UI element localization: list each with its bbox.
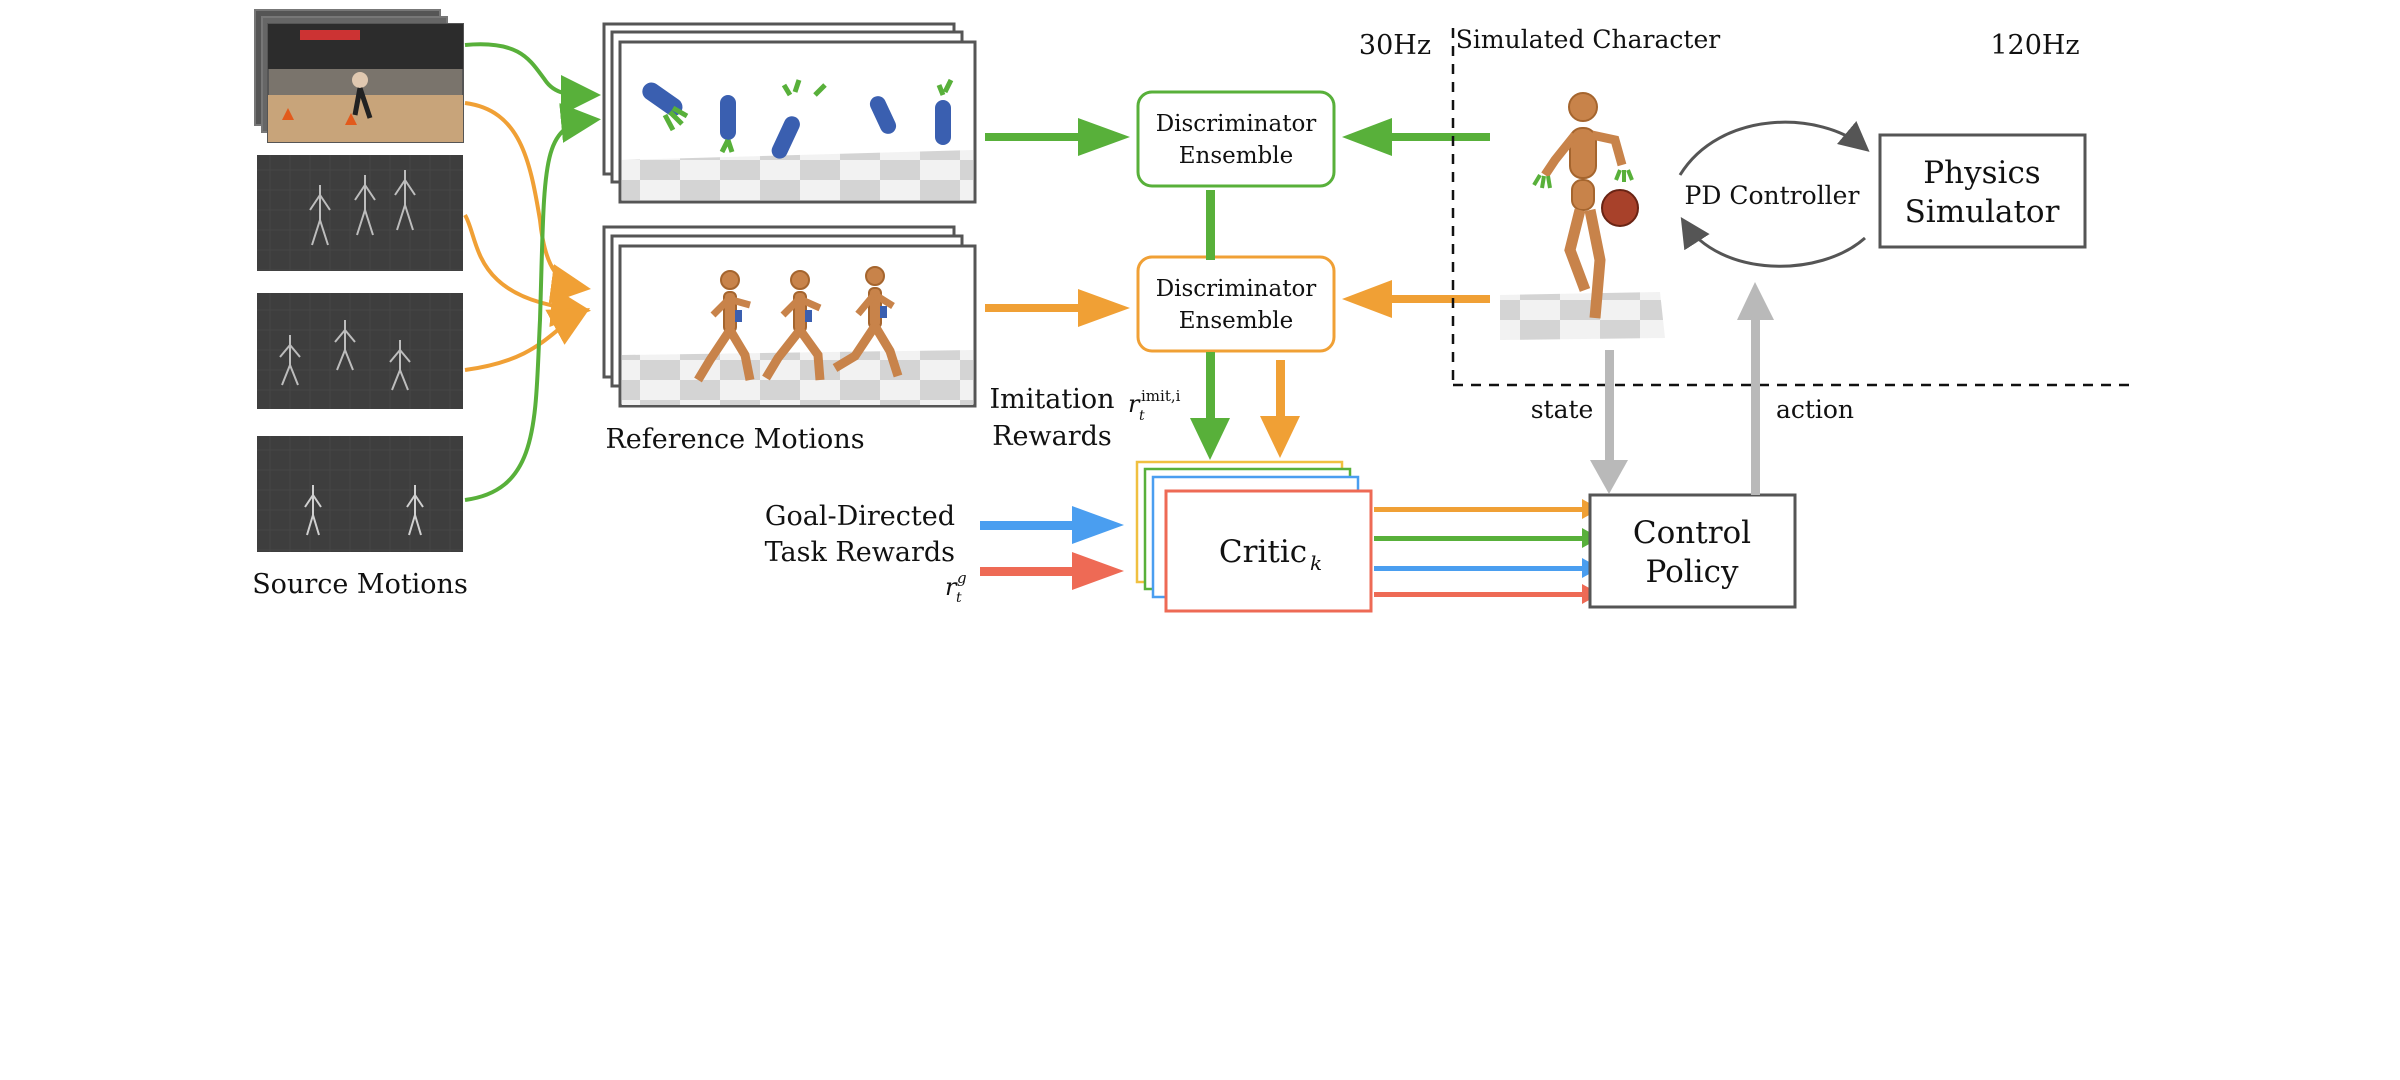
source-video-frames (254, 9, 464, 143)
action-arrow-head (1737, 282, 1774, 320)
reference-motions-label: Reference Motions (605, 424, 864, 455)
goal-directed-line1: Goal-Directed (765, 501, 955, 532)
red-task-arrow (1072, 552, 1124, 590)
control-policy: Control Policy (1588, 493, 1797, 609)
source-skeleton-frame-3 (257, 436, 463, 552)
source-motions-group: Source Motions (252, 9, 468, 600)
imitation-rewards-line2: Rewards (992, 421, 1112, 452)
svg-text:r: r (1128, 390, 1141, 418)
critic-to-policy-arrows (1374, 499, 1600, 604)
physics-line1: Physics (1923, 155, 2040, 191)
pd-controller-loop: PD Controller (1678, 120, 1870, 268)
reference-hand-poses (642, 78, 954, 159)
disc-top-line1: Discriminator (1156, 111, 1317, 137)
disc-bottom-line1: Discriminator (1156, 276, 1317, 302)
imitation-reward-symbol: r imit,i t (1128, 387, 1181, 424)
pd-to-physics-arrow (1678, 120, 1870, 176)
svg-text:imit,i: imit,i (1141, 387, 1181, 405)
green-arrow-ref-disc (1078, 118, 1130, 156)
source-skeleton-frame-2 (257, 293, 463, 409)
freq-120hz: 120Hz (1990, 30, 2079, 61)
skeleton-figures-1 (309, 170, 416, 246)
blue-task-arrow (1072, 506, 1124, 544)
critic-subscript: k (1310, 551, 1322, 575)
source-to-reference-arrows (463, 42, 601, 502)
reference-motions-group: Reference Motions (602, 22, 977, 455)
state-arrow-head (1590, 460, 1628, 494)
control-policy-line2: Policy (1646, 554, 1739, 590)
video-to-ref-arrow (464, 42, 601, 115)
pd-controller-label: PD Controller (1685, 181, 1860, 210)
simulated-character-label: Simulated Character (1456, 25, 1720, 54)
svg-text:t: t (1139, 408, 1145, 424)
physics-line2: Simulator (1905, 194, 2060, 230)
discriminator-top: Discriminator Ensemble (1136, 90, 1336, 188)
disc-to-critic-arrows (1190, 190, 1300, 460)
skel3-to-ref-arrow (464, 103, 601, 502)
disc-top-line2: Ensemble (1179, 143, 1294, 169)
orange-arrow-ref-disc (1078, 289, 1130, 327)
basketball (1601, 189, 1639, 227)
control-policy-line1: Control (1633, 515, 1751, 551)
physics-simulator: Physics Simulator (1878, 133, 2087, 249)
reference-running-figures (694, 266, 903, 383)
svg-text:g: g (957, 569, 967, 587)
goal-directed-line2: Task Rewards (765, 537, 955, 568)
svg-text:t: t (956, 590, 962, 606)
critic-box (1164, 489, 1373, 613)
goal-reward-symbol: r g t (945, 569, 967, 606)
state-label: state (1531, 395, 1594, 424)
svg-text:r: r (945, 573, 958, 601)
simulated-character-figure (1500, 92, 1665, 340)
skeleton-figures-2 (279, 320, 411, 391)
imitation-rewards-line1: Imitation (990, 384, 1115, 415)
state-action-arrows (1590, 282, 1774, 495)
skeleton-figures-3 (304, 485, 424, 536)
source-motions-label: Source Motions (252, 569, 468, 600)
freq-30hz: 30Hz (1359, 30, 1431, 61)
skel1-to-ref-arrow (463, 213, 591, 328)
disc-bottom-line2: Ensemble (1179, 308, 1294, 334)
physics-to-pd-arrow (1680, 216, 1866, 268)
critic-stack: Critic k (1135, 460, 1373, 613)
skel2-to-ref-arrow (464, 308, 591, 372)
action-label: action (1776, 395, 1854, 424)
discriminator-bottom: Discriminator Ensemble (1136, 255, 1336, 353)
char-to-disc-arrows (1342, 118, 1490, 318)
source-skeleton-frame-1 (257, 155, 463, 271)
video-to-ref-arrow-orange (464, 101, 591, 304)
critic-label: Critic (1219, 534, 1307, 570)
task-reward-arrows (980, 506, 1124, 590)
ref-to-disc-arrows (985, 118, 1130, 327)
